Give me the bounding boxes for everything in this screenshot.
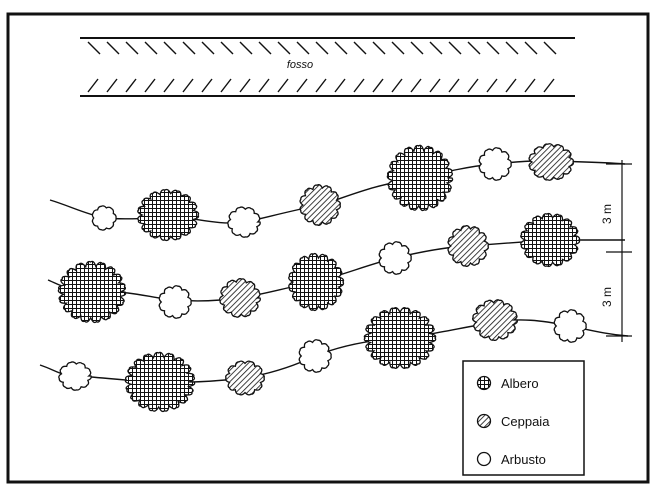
shrub-arbusto xyxy=(227,206,261,238)
legend-label-albero: Albero xyxy=(501,376,539,391)
ditch-hatch-mark xyxy=(258,41,272,55)
hatched-circle-icon xyxy=(476,413,492,429)
spacing-label-lower: 3 m xyxy=(600,287,614,307)
shrub-arbusto xyxy=(91,205,117,231)
ditch-hatch-mark xyxy=(391,41,405,55)
ditch-hatch-mark xyxy=(448,78,460,93)
tree-albero xyxy=(137,188,200,242)
shrub-arbusto xyxy=(478,147,512,181)
tree-albero xyxy=(288,252,345,312)
ditch-hatch-mark xyxy=(201,78,213,93)
tree-albero xyxy=(363,307,437,369)
ditch-hatch-mark xyxy=(220,78,232,93)
shrub-arbusto xyxy=(58,361,92,391)
ditch-hatch-mark xyxy=(258,78,270,93)
ditch-hatch-mark xyxy=(87,78,99,93)
ditch-hatch-mark xyxy=(353,78,365,93)
ditch: fosso xyxy=(80,37,575,97)
ditch-hatch-mark xyxy=(163,41,177,55)
ditch-hatch-mark xyxy=(125,41,139,55)
ditch-hatch-mark xyxy=(182,41,196,55)
ditch-hatch-mark xyxy=(353,41,367,55)
coppice-ceppaia xyxy=(219,278,261,318)
ditch-hatch-mark xyxy=(486,41,500,55)
ditch-hatch-mark xyxy=(277,78,289,93)
legend-label-arbusto: Arbusto xyxy=(501,452,546,467)
ditch-hatch-mark xyxy=(410,41,424,55)
ditch-hatch-mark xyxy=(144,41,158,55)
ditch-hatch-mark xyxy=(125,78,137,93)
ditch-hatch-mark xyxy=(144,78,156,93)
ditch-hatch-mark xyxy=(543,78,555,93)
ditch-hatch-mark xyxy=(87,41,101,55)
ditch-hatch-mark xyxy=(467,78,479,93)
ditch-hatch-mark xyxy=(106,41,120,55)
ditch-hatch-mark xyxy=(486,78,498,93)
spacing-label-upper: 3 m xyxy=(600,204,614,224)
ditch-hatch-mark xyxy=(448,41,462,55)
ditch-hatch-mark xyxy=(505,41,519,55)
ditch-hatch-mark xyxy=(296,41,310,55)
ditch-hatch-mark xyxy=(334,78,346,93)
ditch-hatch-mark xyxy=(315,78,327,93)
coppice-ceppaia xyxy=(225,360,265,396)
tree-albero xyxy=(57,260,127,324)
ditch-hatch-mark xyxy=(315,41,329,55)
ditch-hatch-mark xyxy=(239,78,251,93)
ditch-hatch-mark xyxy=(429,78,441,93)
ditch-hatch-mark xyxy=(220,41,234,55)
spacing-indicator: 3 m 3 m xyxy=(600,160,632,342)
grid-circle-icon xyxy=(476,375,492,391)
shrub-arbusto xyxy=(158,285,192,319)
ditch-hatch-mark xyxy=(163,78,175,93)
shrub-arbusto xyxy=(378,241,412,275)
coppice-ceppaia xyxy=(528,143,574,181)
ditch-hatch-mark xyxy=(106,78,118,93)
empty-circle-icon xyxy=(476,451,492,467)
coppice-ceppaia xyxy=(471,299,518,342)
tree-albero xyxy=(520,212,581,268)
diagram-frame xyxy=(6,12,650,484)
tree-albero xyxy=(386,144,454,212)
shrub-arbusto xyxy=(553,309,587,343)
tree-albero xyxy=(124,351,196,413)
ditch-hatch-mark xyxy=(543,41,557,55)
ditch-hatch-mark xyxy=(410,78,422,93)
ditch-hatch-mark xyxy=(277,41,291,55)
ditch-hatch-mark xyxy=(239,41,253,55)
ditch-hatch-mark xyxy=(391,78,403,93)
ditch-hatch-mark xyxy=(505,78,517,93)
ditch-hatch-mark xyxy=(372,41,386,55)
legend-label-ceppaia: Ceppaia xyxy=(501,414,550,429)
ditch-label: fosso xyxy=(287,59,313,71)
ditch-hatch-mark xyxy=(334,41,348,55)
coppice-ceppaia xyxy=(447,225,489,267)
ditch-hatch-mark xyxy=(201,41,215,55)
ditch-hatch-mark xyxy=(372,78,384,93)
legend: Albero Ceppaia Arbusto xyxy=(462,360,585,476)
ditch-hatch-mark xyxy=(467,41,481,55)
coppice-ceppaia xyxy=(299,184,341,226)
ditch-hatch-mark xyxy=(524,78,536,93)
ditch-hatch-mark xyxy=(524,41,538,55)
ditch-hatch-mark xyxy=(296,78,308,93)
shrub-arbusto xyxy=(298,339,332,373)
ditch-hatch-mark xyxy=(182,78,194,93)
ditch-hatch-mark xyxy=(429,41,443,55)
